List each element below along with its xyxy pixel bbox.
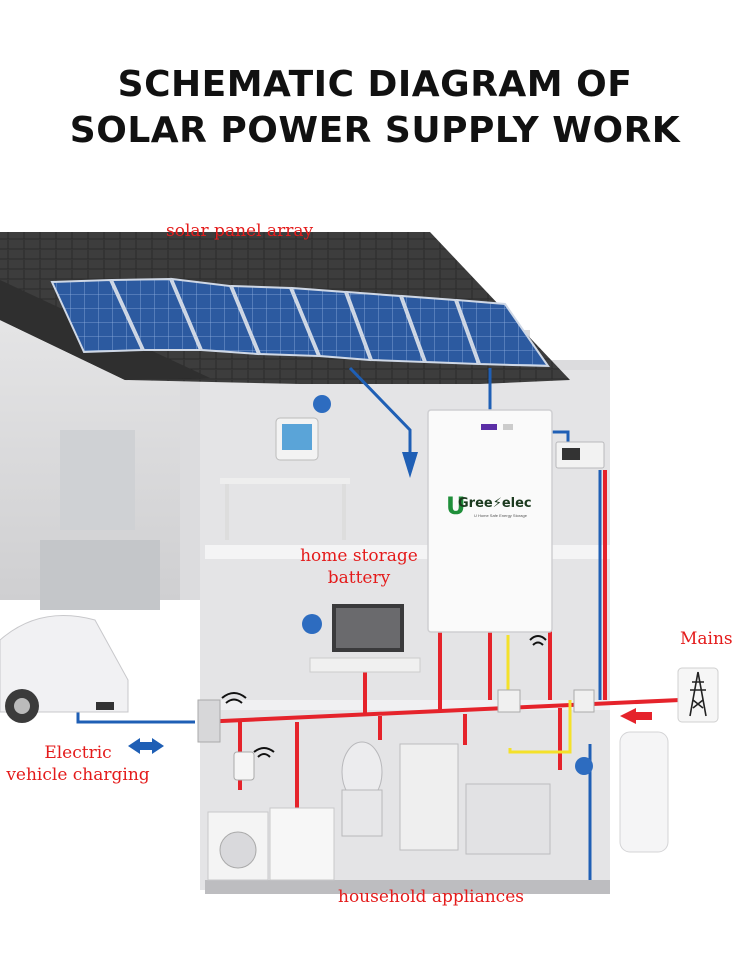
ev-charging-arrows-icon [128,738,164,754]
label-ev-line1: Electric [44,743,112,763]
wifi-icons [221,635,547,758]
electric-car [0,615,129,723]
solar-panel-array [50,277,550,368]
label-home-storage-line2: battery [327,568,391,588]
mains-pylon [677,667,719,723]
label-ev-charging: Electric vehicle charging [0,742,156,786]
down-arrow-icon [402,452,418,478]
mains-arrow-icon [620,708,652,724]
diagram-title-line2: SOLAR POWER SUPPLY WORK [69,110,681,151]
inverter-unit [555,441,605,469]
label-home-storage-line1: home storage [300,546,418,566]
water-heater [619,731,669,853]
room-furniture [220,417,421,673]
brand-name: Gree⚡elec [458,496,532,511]
home-storage-battery [427,409,553,633]
label-home-storage-battery: home storage battery [300,545,418,589]
label-solar-panel-array: solar panel array [166,221,314,241]
label-mains: Mains [680,629,733,649]
label-ev-line2: vehicle charging [6,765,150,785]
diagram-title-line1: SCHEMATIC DIAGRAM OF [117,64,633,105]
brand-mark: U [446,492,466,520]
distribution-box [197,689,595,743]
household-appliances [207,741,551,881]
brand-logo: U Gree⚡elec U Home Safe Energy Storage [446,494,546,524]
brand-tagline: U Home Safe Energy Storage [474,513,527,518]
label-household-appliances: household appliances [338,887,524,907]
network-globe-icons [302,395,593,775]
